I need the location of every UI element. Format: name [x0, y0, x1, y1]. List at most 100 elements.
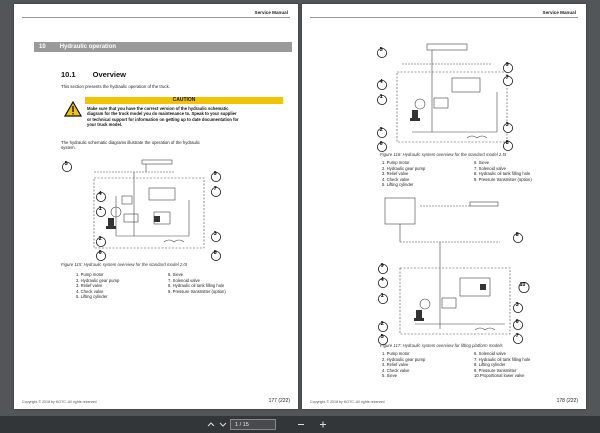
legend-item: 9. Pressure transmitter (option) [474, 176, 532, 182]
callout-3: 3 [209, 229, 223, 247]
subsection-number: 10.1 [61, 70, 76, 79]
legend-item: 1. Pump motor [382, 351, 410, 356]
caution-label: CAUTION [85, 97, 283, 104]
callout-label: 3 [213, 230, 217, 237]
legend-item: 3. Relief valve [76, 283, 103, 289]
legend-item: 7. Hydraulic oil tank filling hole [474, 356, 531, 362]
legend-item: 4. Check valve [382, 367, 410, 373]
callout-9: 9 [209, 169, 223, 187]
callout-5: 5 [376, 332, 390, 350]
callout-8: 8 [501, 138, 515, 156]
header-divider [22, 17, 290, 18]
callout-label: 6 [515, 318, 519, 325]
callout-circle-icon [518, 282, 530, 293]
callout-label: 3 [515, 301, 519, 308]
legend-item: 4. Check valve [382, 176, 410, 182]
callout-circle-icon [503, 141, 513, 151]
zoom-in-button[interactable] [318, 419, 328, 430]
copyright: Copyright © 2018 by HOTC. All rights res… [22, 400, 98, 404]
callout-label: 8 [213, 249, 217, 256]
chevron-up-icon [207, 422, 215, 427]
callout-label: 4 [379, 78, 383, 85]
callout-5: 5 [375, 45, 389, 63]
caution-line: your truck model. [87, 121, 123, 127]
caution-line: or technical support for information on … [87, 116, 239, 122]
callout-label: 1 [379, 93, 383, 100]
callout-circle-icon [377, 142, 387, 152]
callout-label: 9 [380, 262, 384, 269]
callout-label: 2 [379, 126, 383, 133]
legend-item: 8. Hydraulic oil tank filling hole [168, 283, 225, 289]
figure-caption: Figure 117: Hydraulic system overview fo… [380, 343, 503, 348]
callout-8: 8 [511, 230, 525, 248]
total-pages: / 15 [239, 422, 249, 428]
callout-label: 7 [213, 185, 217, 192]
callout-4: 4 [94, 189, 108, 207]
figure-legend: 1. Pump motor 6. Sieve 2. Hydraulic gear… [76, 272, 260, 299]
page-header: Service Manual [254, 10, 288, 15]
warning-icon [64, 101, 82, 117]
callout-label: 5 [380, 333, 384, 340]
legend-item: 5. Lifting cylinder [76, 294, 108, 300]
callout-label: 2 [380, 320, 384, 327]
callout-9: 9 [376, 261, 390, 279]
legend-item: 6. Sieve [474, 160, 490, 165]
figure-legend: 1. Pump motor 6. Solenoid valve 2. Hydra… [382, 351, 566, 378]
callout-3: 3 [511, 300, 525, 318]
page-number: 177 (222) [268, 398, 290, 404]
callout-label: 1 [380, 292, 384, 299]
legend-item: 5. Lifting cylinder [382, 182, 414, 188]
legend-item: 5. Sieve [382, 373, 398, 379]
page-footer: Copyright © 2018 by HOTC. All rights res… [22, 398, 290, 404]
callout-circle-icon [96, 207, 106, 217]
legend-item: 9. Pressure transmitter [474, 367, 517, 373]
figure-legend: 1. Pump motor 6. Sieve 2. Hydraulic gear… [382, 160, 566, 187]
callout-circle-icon [211, 251, 221, 261]
zoom-out-button[interactable] [296, 419, 306, 430]
legend-item: 8. Hydraulic oil tank filling hole [474, 171, 531, 177]
current-page: 1 [235, 422, 239, 428]
callout-circle-icon [378, 294, 388, 304]
page-indicator[interactable]: 1 / 15 [230, 419, 276, 430]
callout-circle-icon [513, 334, 523, 344]
callout-label: 7 [505, 74, 509, 81]
subsection-title: Overview [92, 70, 126, 79]
callout-10: 10 [516, 280, 532, 298]
callout-1: 1 [375, 92, 389, 110]
callout-circle-icon [378, 322, 388, 332]
callout-1: 1 [376, 291, 390, 309]
callout-label: 8 [505, 139, 509, 146]
legend-item: 8. Lifting cylinder [474, 362, 506, 368]
legend-item: 1. Pump motor [382, 160, 410, 165]
callout-label: 9 [505, 61, 509, 68]
prev-page-button[interactable] [206, 419, 216, 430]
caution-text: Make sure that you have the correct vers… [87, 106, 281, 127]
page-footer: Copyright © 2018 by HOTC. All rights res… [310, 398, 578, 404]
legend-item: 7. Solenoid valve [168, 277, 200, 283]
callout-circle-icon [377, 128, 387, 138]
callout-4: 4 [376, 275, 390, 293]
callout-circle-icon [378, 264, 388, 274]
callout-circle-icon [96, 237, 106, 247]
callout-circle-icon [377, 80, 387, 90]
hydraulic-schematic-figure-116 [396, 43, 508, 143]
callout-label: 9 [213, 170, 217, 177]
callout-circle-icon [378, 278, 388, 288]
figure-caption: Figure 115: Hydraulic system overview fo… [61, 262, 188, 267]
callout-label: 4 [380, 276, 384, 283]
legend-item: 7. Solenoid valve [474, 165, 506, 171]
caution-box: CAUTION Make sure that you have the corr… [61, 97, 283, 129]
subsection-heading: 10.1 Overview [61, 70, 143, 79]
body-line: The hydraulic schematic diagrams illustr… [61, 140, 201, 145]
legend-item: 3. Relief valve [382, 362, 409, 368]
legend-item [168, 294, 260, 299]
callout-circle-icon [513, 320, 523, 330]
callout-label: 6 [379, 140, 383, 147]
next-page-button[interactable] [218, 419, 228, 430]
callout-2: 2 [94, 234, 108, 252]
callout-7: 7 [209, 184, 223, 202]
pdf-toolbar: 1 / 15 [0, 416, 600, 433]
page-header: Service Manual [542, 10, 576, 15]
copyright: Copyright © 2018 by HOTC. All rights res… [310, 400, 386, 404]
